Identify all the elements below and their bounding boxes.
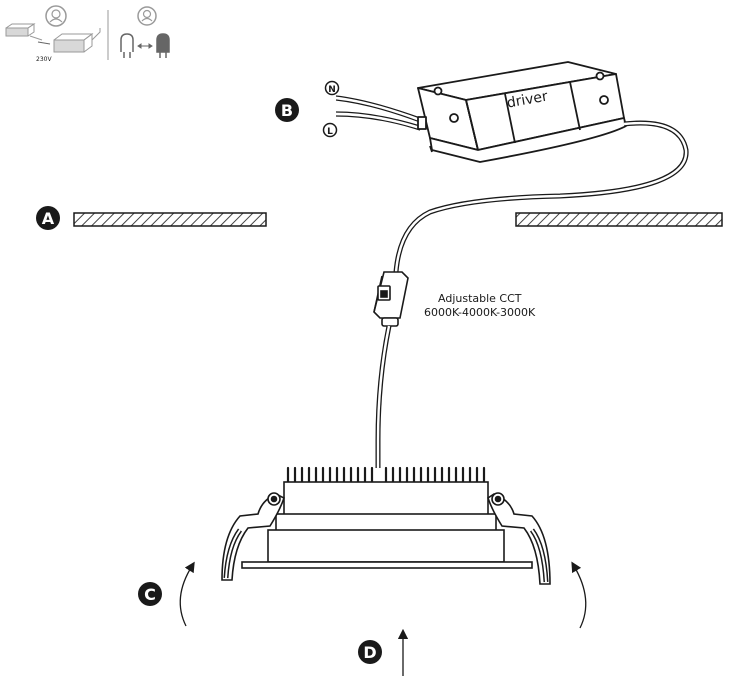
mains-wires (335, 95, 421, 131)
driver-label: driver (506, 89, 550, 112)
bulb-outline-icon (120, 33, 134, 58)
step-marker-d: D (358, 640, 382, 664)
cct-switch (373, 271, 409, 327)
cct-title: Adjustable CCT (438, 292, 522, 305)
clip-fold-arrow-right (571, 561, 587, 629)
ceiling-panel-left (73, 212, 267, 227)
downlight (241, 466, 533, 569)
cct-options: 6000K-4000K-3000K (424, 306, 536, 319)
step-marker-a: A (36, 206, 60, 230)
driver-box (417, 61, 627, 163)
driver-connect-icon (5, 23, 101, 53)
bulb-filled-icon (156, 33, 170, 58)
svg-text:A: A (42, 209, 55, 228)
svg-text:D: D (363, 643, 376, 662)
voltage-label: 230V (36, 56, 52, 63)
no-power-warning-icon-2 (137, 6, 157, 26)
step-marker-b: B (275, 98, 299, 122)
svg-text:B: B (281, 101, 293, 120)
terminal-neutral: N (324, 80, 340, 96)
spring-clip-right (487, 492, 551, 585)
spring-clip-left (221, 492, 285, 581)
svg-text:C: C (144, 585, 156, 604)
no-power-warning-icon (45, 5, 67, 27)
swap-arrow-icon (137, 43, 153, 49)
terminal-live: L (322, 122, 338, 138)
clip-fold-arrow-left (179, 561, 195, 627)
step-marker-c: C (138, 582, 162, 606)
svg-text:L: L (327, 127, 333, 137)
svg-text:N: N (328, 85, 336, 95)
heat-sink-fins (286, 466, 486, 486)
ceiling-panel-right (515, 212, 723, 227)
header-instructions: 230V (5, 5, 170, 63)
